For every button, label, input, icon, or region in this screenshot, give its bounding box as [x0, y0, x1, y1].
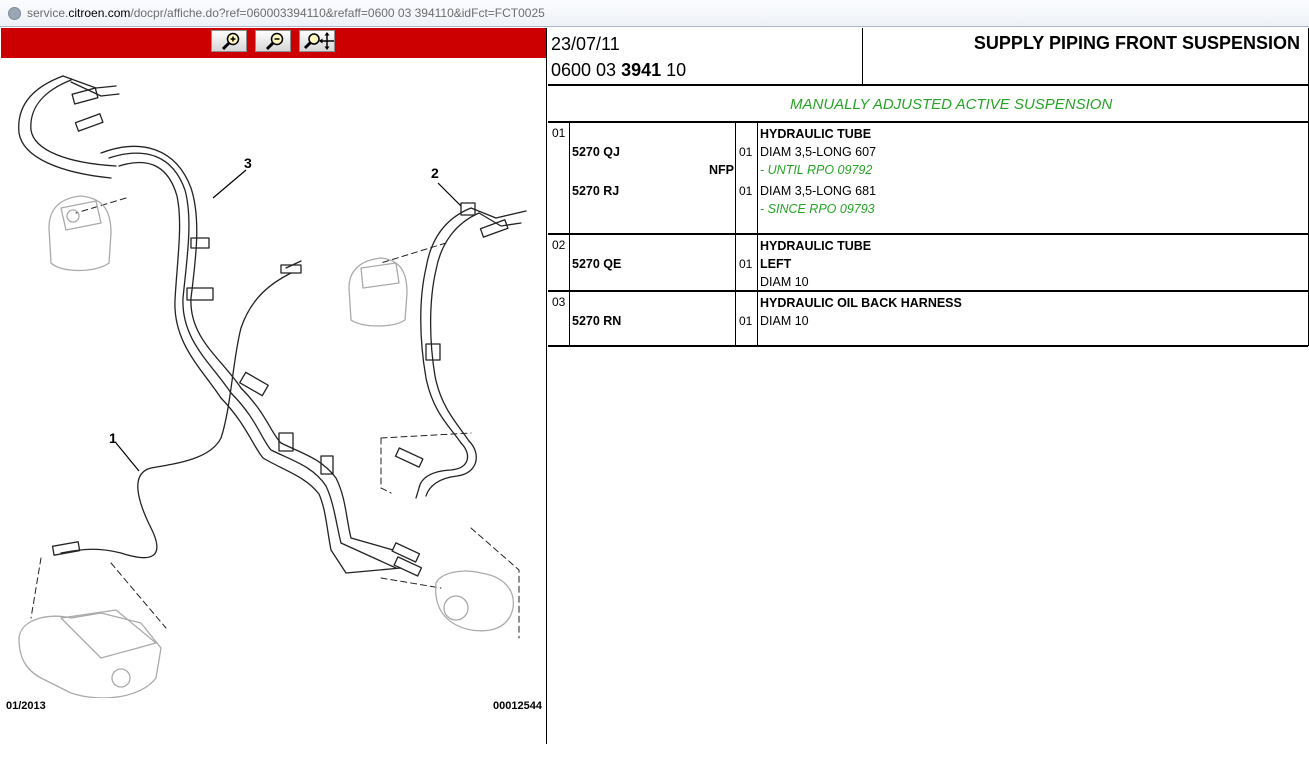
part-nfp: NFP: [709, 163, 734, 177]
group-number: 02: [552, 238, 566, 252]
part-qty: 01: [739, 184, 753, 198]
diagram-footer-date: 01/2013: [6, 700, 46, 712]
zoom-pan-button[interactable]: [299, 30, 335, 52]
part-ref-link[interactable]: 5270 QJ: [572, 145, 620, 159]
pipe-2: [415, 202, 527, 499]
callout-2: 2: [431, 165, 439, 181]
header-date: 23/07/11: [551, 34, 620, 54]
zoom-out-button[interactable]: [255, 30, 291, 52]
parts-header: 23/07/11 0600 03 3941 10 SUPPLY PIPING F…: [548, 28, 1308, 86]
part-ref-link[interactable]: 5270 RJ: [572, 184, 620, 198]
url-text[interactable]: service.citroen.com/docpr/affiche.do?ref…: [27, 6, 545, 20]
zoom-out-icon: [265, 32, 284, 51]
parts-panel: 23/07/11 0600 03 3941 10 SUPPLY PIPING F…: [548, 28, 1308, 748]
callout-1: 1: [109, 430, 117, 446]
part-note: - SINCE RPO 09793: [760, 202, 875, 216]
header-reference: 0600 03 3941 10: [551, 60, 687, 80]
group-title: HYDRAULIC TUBE: [760, 127, 872, 141]
group-title: HYDRAULIC TUBE: [760, 239, 872, 253]
parts-table: 01 HYDRAULIC TUBE 5270 QJ 01 DIAM 3,5-LO…: [548, 123, 1308, 347]
part-desc: DIAM 3,5-LONG 681: [760, 184, 877, 198]
pipe-1: [60, 260, 302, 559]
subtitle-row: MANUALLY ADJUSTED ACTIVE SUSPENSION: [548, 86, 1308, 123]
zoom-pan-icon: [303, 32, 334, 50]
parts-group-03: 03 HYDRAULIC OIL BACK HARNESS 5270 RN 01…: [548, 292, 1308, 347]
hose-loop-top-left: [18, 75, 120, 179]
pipe-bundle-3: [100, 145, 402, 574]
page-title: SUPPLY PIPING FRONT SUSPENSION: [973, 33, 1300, 53]
group-number: 03: [552, 295, 566, 309]
header-divider: [862, 28, 863, 84]
zoom-in-button[interactable]: [211, 30, 247, 52]
group-number: 01: [552, 126, 566, 140]
diagram-footer-number: 00012544: [493, 700, 542, 712]
part-qty: 01: [739, 314, 753, 328]
part-qty: 01: [739, 145, 753, 159]
group-title: HYDRAULIC OIL BACK HARNESS: [760, 296, 962, 310]
part-ref-link[interactable]: 5270 QE: [572, 257, 622, 271]
parts-group-02: 02 HYDRAULIC TUBE 5270 QE 01 LEFT DIAM 1…: [548, 235, 1308, 292]
part-desc: DIAM 10: [760, 275, 809, 289]
page-subtitle: MANUALLY ADJUSTED ACTIVE SUSPENSION: [790, 96, 1113, 113]
address-bar[interactable]: service.citroen.com/docpr/affiche.do?ref…: [0, 0, 1309, 27]
parts-diagram: 1 2 3: [18, 75, 527, 698]
callout-3: 3: [244, 155, 252, 171]
part-qty: 01: [739, 257, 753, 271]
part-ref-link[interactable]: 5270 RN: [572, 314, 622, 328]
part-desc: LEFT: [760, 257, 792, 271]
part-note: - UNTIL RPO 09792: [760, 163, 873, 177]
globe-icon: [8, 7, 21, 20]
zoom-toolbar: [1, 28, 546, 58]
zoom-in-icon: [221, 32, 240, 51]
parts-group-01: 01 HYDRAULIC TUBE 5270 QJ 01 DIAM 3,5-LO…: [548, 123, 1308, 235]
part-desc: DIAM 3,5-LONG 607: [760, 145, 877, 159]
part-desc: DIAM 10: [760, 314, 809, 328]
diagram-panel: 1 2 3 01/2013 00012544: [1, 28, 547, 744]
